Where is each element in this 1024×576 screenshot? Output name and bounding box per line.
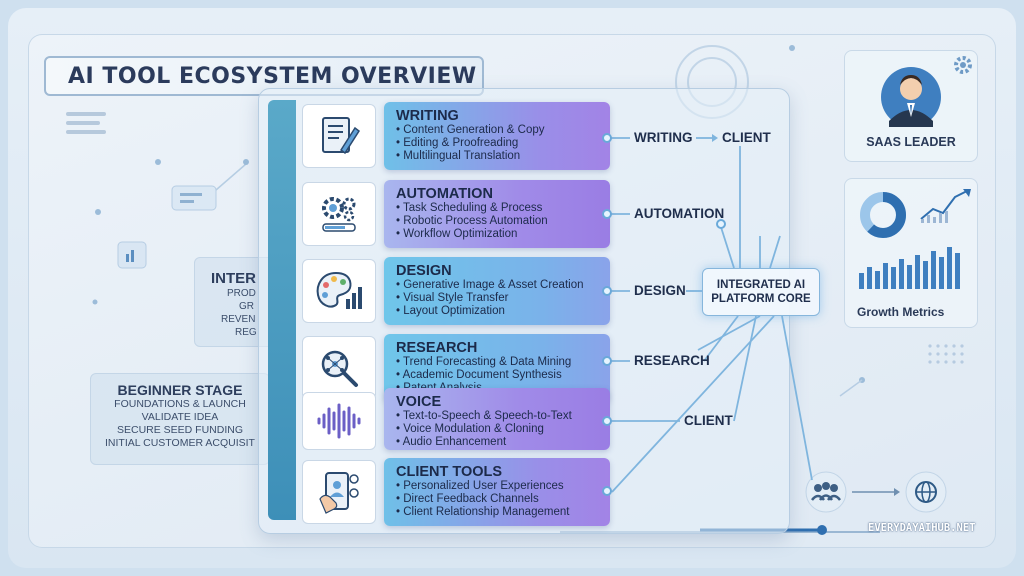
category-item: • Multilingual Translation bbox=[396, 150, 521, 162]
glass-side-strip bbox=[268, 100, 296, 520]
metrics-chart-icon bbox=[859, 189, 971, 289]
category-item: • Robotic Process Automation bbox=[396, 215, 548, 227]
document-pen-icon bbox=[322, 117, 361, 155]
connector-node bbox=[602, 356, 612, 366]
saas-leader-card: SAAS LEADER bbox=[844, 50, 978, 162]
inter-line: PROD bbox=[227, 288, 256, 299]
category-item: • Generative Image & Asset Creation bbox=[396, 279, 584, 291]
connector-node bbox=[602, 286, 612, 296]
category-item: • Content Generation & Copy bbox=[396, 124, 545, 136]
category-item: • Trend Forecasting & Data Mining bbox=[396, 356, 572, 368]
soundwave-icon bbox=[317, 403, 361, 439]
category-item: • Academic Document Synthesis bbox=[396, 369, 562, 381]
connector-node bbox=[602, 416, 612, 426]
people-icon bbox=[805, 471, 847, 513]
phone-user-icon bbox=[319, 472, 359, 514]
platform-core-label: INTEGRATED AI PLATFORM CORE bbox=[711, 278, 810, 306]
category-item: • Visual Style Transfer bbox=[396, 292, 509, 304]
magnifier-network-icon bbox=[321, 350, 358, 387]
connector-label-design: DESIGN bbox=[634, 283, 686, 298]
connector-label-client: CLIENT bbox=[722, 130, 771, 145]
leader-caption: SAAS LEADER bbox=[866, 135, 956, 149]
category-title: CLIENT TOOLS bbox=[396, 464, 503, 480]
icon-tile bbox=[302, 182, 376, 246]
chat-bubble-icon bbox=[171, 185, 217, 211]
category-item: • Personalized User Experiences bbox=[396, 480, 564, 492]
growth-metrics-card: Growth Metrics bbox=[844, 178, 978, 328]
connector-node bbox=[716, 219, 726, 229]
category-card[interactable]: AUTOMATION • Task Scheduling & Process •… bbox=[384, 180, 610, 248]
category-item: • Text-to-Speech & Speech-to-Text bbox=[396, 410, 572, 422]
category-item: • Task Scheduling & Process bbox=[396, 202, 543, 214]
connector-label-research: RESEARCH bbox=[634, 353, 710, 368]
beginner-line: VALIDATE IDEA bbox=[141, 411, 219, 423]
palette-chart-icon bbox=[316, 271, 362, 309]
beginner-title: BEGINNER STAGE bbox=[117, 382, 243, 398]
category-title: VOICE bbox=[396, 394, 442, 410]
gear-icon bbox=[954, 56, 972, 74]
page-title: AI TOOL ECOSYSTEM OVERVIEW bbox=[68, 63, 477, 89]
inter-line: GR bbox=[239, 301, 254, 312]
icon-tile bbox=[302, 392, 376, 450]
beginner-line: INITIAL CUSTOMER ACQUISIT bbox=[105, 437, 255, 449]
connector-node bbox=[602, 486, 612, 496]
category-item: • Editing & Proofreading bbox=[396, 137, 519, 149]
beginner-line: SECURE SEED FUNDING bbox=[116, 424, 243, 436]
icon-tile bbox=[302, 104, 376, 168]
inter-line: REVEN bbox=[221, 314, 256, 325]
avatar bbox=[881, 67, 941, 127]
category-title: RESEARCH bbox=[396, 340, 478, 356]
category-card[interactable]: CLIENT TOOLS • Personalized User Experie… bbox=[384, 458, 610, 526]
category-item: • Direct Feedback Channels bbox=[396, 493, 539, 505]
icon-tile bbox=[302, 336, 376, 400]
category-title: AUTOMATION bbox=[396, 186, 493, 202]
category-card[interactable]: VOICE • Text-to-Speech & Speech-to-Text … bbox=[384, 388, 610, 450]
core-line: INTEGRATED AI bbox=[716, 279, 806, 291]
connector-label-client: CLIENT bbox=[684, 413, 733, 428]
category-item: • Audio Enhancement bbox=[396, 436, 507, 448]
category-card[interactable]: WRITING • Content Generation & Copy • Ed… bbox=[384, 102, 610, 170]
inter-line: REG bbox=[235, 327, 257, 338]
inter-title: INTER bbox=[211, 270, 256, 287]
watermark: EVERYDAYAIHUB.NET bbox=[868, 522, 976, 534]
metrics-caption: Growth Metrics bbox=[857, 305, 945, 319]
icon-tile bbox=[302, 259, 376, 323]
category-card[interactable]: DESIGN • Generative Image & Asset Creati… bbox=[384, 257, 610, 325]
beginner-line: FOUNDATIONS & LAUNCH bbox=[114, 398, 246, 410]
beginner-stage-card: BEGINNER STAGE FOUNDATIONS & LAUNCH VALI… bbox=[90, 373, 270, 465]
connector-label-writing: WRITING bbox=[634, 130, 693, 145]
connector-node bbox=[602, 209, 612, 219]
category-title: WRITING bbox=[396, 108, 459, 124]
bg-text-lines bbox=[66, 112, 106, 139]
platform-core-box: INTEGRATED AI PLATFORM CORE bbox=[702, 268, 820, 316]
category-title: DESIGN bbox=[396, 263, 452, 279]
connector-label-automation: AUTOMATION bbox=[634, 206, 725, 221]
gears-icon bbox=[322, 197, 356, 232]
core-line: PLATFORM CORE bbox=[711, 293, 811, 305]
category-item: • Layout Optimization bbox=[396, 305, 505, 317]
category-item: • Client Relationship Management bbox=[396, 506, 570, 518]
connector-node bbox=[602, 133, 612, 143]
icon-tile bbox=[302, 460, 376, 524]
category-item: • Workflow Optimization bbox=[396, 228, 518, 240]
category-item: • Voice Modulation & Cloning bbox=[396, 423, 544, 435]
